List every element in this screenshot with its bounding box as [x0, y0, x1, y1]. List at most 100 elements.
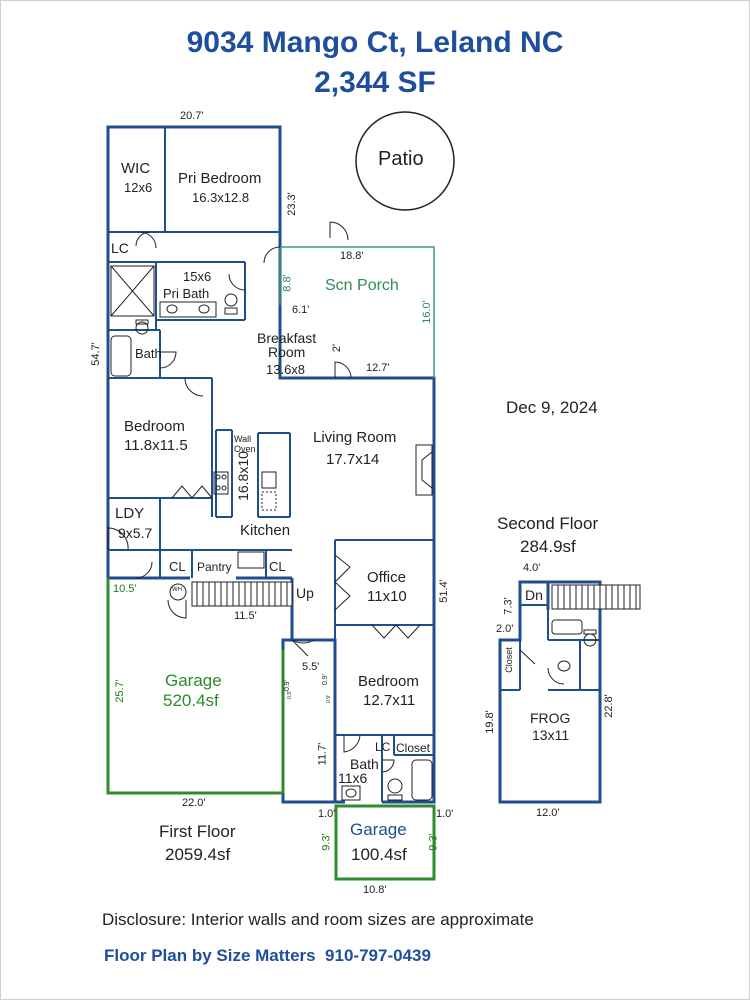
garage-walls — [106, 578, 285, 795]
first-floor-label: First Floor — [159, 822, 236, 841]
ldy-size: 9x5.7 — [118, 525, 153, 541]
ldy-label: LDY — [115, 505, 145, 522]
dim-left-height: 54.7' — [89, 342, 102, 366]
dim-second-left: 19.8' — [483, 710, 496, 734]
cl-right-label: CL — [269, 559, 286, 574]
kitchen-size: 16.8x10 — [234, 451, 251, 501]
small-garage-label: Garage — [350, 820, 407, 839]
tub-left — [110, 335, 132, 377]
fixtures — [110, 265, 433, 801]
dim-jog-a: 0.9' — [284, 679, 292, 692]
pri-bath-size: 15x6 — [183, 269, 212, 284]
plan-date: Dec 9, 2024 — [506, 398, 598, 417]
dim-breakfast-step: 2' — [331, 343, 344, 353]
dim-porch-width: 18.8' — [340, 250, 364, 262]
second-floor-walls — [498, 580, 602, 804]
tub-right — [411, 759, 433, 801]
garage-area: 520.4sf — [163, 691, 219, 710]
dim-breakfast-width: 12.7' — [366, 362, 390, 374]
bedroom-left-size: 11.8x11.5 — [124, 437, 188, 454]
breakfast-room-label-2: Room — [268, 344, 306, 360]
second-floor-interior — [500, 604, 600, 691]
breakfast-room-size: 13.6x8 — [266, 362, 306, 377]
office-label: Office — [367, 569, 406, 586]
dim-second-bottom: 12.0' — [536, 807, 560, 819]
kitchen-label: Kitchen — [240, 522, 291, 539]
pantry-label: Pantry — [197, 560, 232, 574]
small-garage-walls — [334, 804, 436, 881]
cl-left-label: CL — [169, 559, 186, 574]
shower — [110, 265, 155, 317]
scn-porch-label: Scn Porch — [325, 277, 399, 294]
garage-label: Garage — [165, 671, 222, 690]
fireplace — [415, 444, 433, 496]
dim-second-right: 22.8' — [602, 694, 615, 718]
pri-bedroom-label: Pri Bedroom — [178, 170, 262, 187]
bedroom-right-label: Bedroom — [358, 673, 419, 690]
dim-jog-c: 0.9' — [286, 691, 293, 699]
bedroom-left-label: Bedroom — [124, 418, 185, 435]
water-heater — [169, 583, 187, 601]
disclosure-text: Disclosure: Interior walls and room size… — [102, 910, 534, 929]
closet-second-label: Closet — [503, 647, 514, 673]
total-square-feet: 2,344 SF — [314, 66, 436, 99]
sink-pantry — [237, 551, 265, 569]
small-garage-area: 100.4sf — [351, 845, 407, 864]
dim-small-garage-height-left: 9.3' — [320, 833, 333, 851]
dim-bath-height: 11.7' — [316, 742, 329, 766]
wic-label: WIC — [121, 160, 151, 177]
dim-second-stair: 7.3' — [502, 597, 515, 615]
lc-bottom-label: LC — [375, 740, 391, 754]
office-size: 11x10 — [367, 588, 407, 605]
pri-bath-label: Pri Bath — [163, 286, 210, 301]
dim-garage-top-left: 10.5' — [113, 583, 137, 595]
dim-porch-step: 8.8' — [281, 274, 294, 292]
dim-garage-top-right: 11.5' — [234, 610, 257, 622]
interior-walls — [108, 127, 434, 802]
first-floor-area: 2059.4sf — [165, 845, 231, 864]
frog-label: FROG — [530, 710, 571, 726]
dim-jog-b: 0.9' — [322, 673, 330, 686]
dim-small-garage-height-right: 9.3' — [427, 833, 440, 851]
credit-text: Floor Plan by Size Matters 910-797-0439 — [104, 946, 431, 965]
bedroom-right-size: 12.7x11 — [363, 692, 416, 709]
dim-porch-height: 16.0' — [420, 300, 433, 324]
living-room-size: 17.7x14 — [326, 451, 380, 468]
bath-bottom-label: Bath — [350, 756, 379, 772]
second-floor-area: 284.9sf — [520, 537, 576, 556]
dim-pri-bedroom-height: 23.3' — [285, 192, 298, 216]
second-floor-stairs — [551, 584, 641, 610]
vanity — [159, 301, 217, 318]
patio-circle — [355, 111, 455, 211]
pri-bedroom-size: 16.3x12.8 — [192, 190, 250, 205]
closet-bottom-label: Closet — [396, 741, 431, 755]
doors — [107, 221, 421, 773]
wall-oven-label: Wall Oven — [234, 434, 256, 454]
dim-right-height: 51.4' — [437, 579, 450, 603]
dim-small-garage-width: 10.8' — [363, 884, 387, 896]
property-address: 9034 Mango Ct, Leland NC — [186, 26, 564, 59]
living-room-label: Living Room — [313, 429, 397, 446]
stairs-down-label: Dn — [525, 587, 543, 603]
dim-garage-width: 22.0' — [182, 797, 206, 809]
dim-top-width: 20.7' — [180, 110, 204, 122]
second-floor-fixtures — [519, 619, 597, 685]
dim-garage-height: 25.7' — [113, 679, 126, 703]
second-floor-label: Second Floor — [497, 514, 599, 533]
dim-small-garage-left-top: 1.0' — [318, 808, 336, 820]
dim-jog-width: 5.5' — [302, 661, 320, 673]
screen-porch-walls — [279, 246, 435, 378]
breakfast-room-label: Breakfast — [257, 330, 317, 346]
dim-jog-d: 0.9' — [325, 695, 332, 703]
dim-second-step: 2.0' — [496, 623, 514, 635]
patio-label: Patio — [378, 148, 424, 170]
bath-left-label: Bath — [135, 346, 162, 361]
water-heater-label: WH — [172, 587, 182, 593]
first-floor-stairs — [191, 581, 293, 607]
dim-porch-inner: 6.1' — [292, 304, 310, 316]
frog-size: 13x11 — [532, 727, 570, 743]
bath-bottom-size: 11x6 — [338, 770, 368, 786]
stairs-up-label: Up — [296, 585, 314, 601]
